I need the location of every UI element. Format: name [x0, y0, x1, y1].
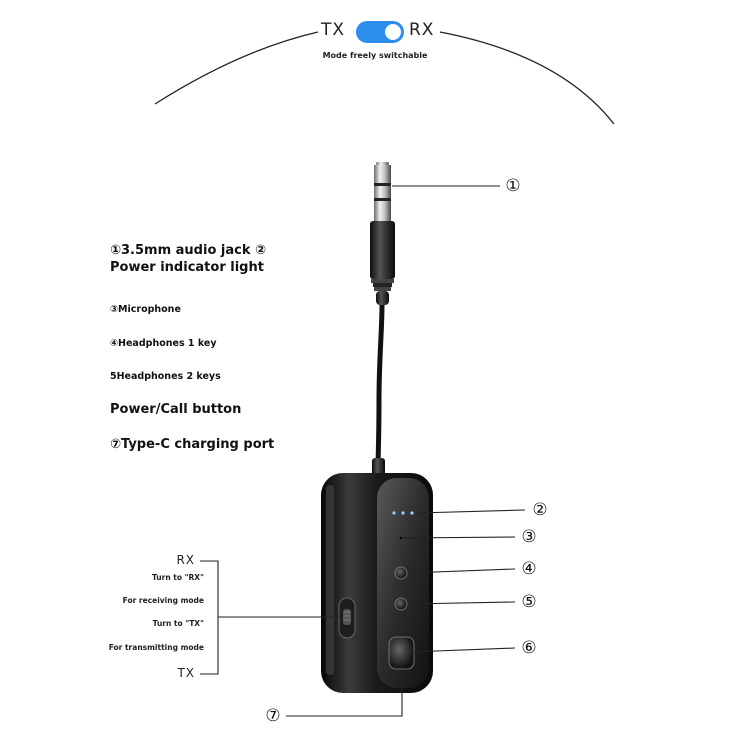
switch-receiving: For receiving mode	[122, 596, 204, 605]
switch-transmitting: For transmitting mode	[108, 643, 204, 652]
top-arc-right	[439, 31, 615, 125]
callout-5: ⑤	[521, 592, 537, 612]
feature-line-4: ④Headphones 1 key	[110, 338, 217, 349]
feature-line-7: ⑦Type-C charging port	[110, 437, 275, 452]
tx-label: TX	[321, 20, 346, 40]
rx-label: RX	[409, 20, 435, 40]
callout-2: ②	[532, 500, 548, 520]
feature-line-2: Power indicator light	[110, 260, 264, 275]
callout-4: ④	[521, 559, 537, 579]
top-arc	[154, 31, 319, 105]
callout-6: ⑥	[521, 638, 537, 658]
callout-lines	[200, 185, 526, 717]
headphones-2-key	[394, 597, 408, 611]
device-body	[321, 473, 433, 693]
power-call-button	[388, 636, 415, 670]
switch-rx-label: RX	[176, 553, 195, 567]
mode-caption: Mode freely switchable	[322, 51, 428, 60]
switch-tx-label: TX	[177, 666, 195, 680]
feature-line-6: Power/Call button	[110, 402, 242, 417]
feature-line-1: ①3.5mm audio jack ②	[110, 243, 267, 258]
indicator-dot	[392, 511, 396, 515]
mode-toggle-switch	[356, 21, 404, 43]
callout-1: ①	[505, 176, 521, 196]
headphones-1-key	[394, 566, 408, 580]
callout-7: ⑦	[265, 706, 281, 726]
switch-turn-tx: Turn to "TX"	[152, 619, 204, 628]
cable	[375, 304, 385, 471]
feature-line-5: 5Headphones 2 keys	[110, 371, 221, 382]
switch-turn-rx: Turn to "RX"	[151, 573, 204, 582]
indicator-dot	[401, 511, 405, 515]
callout-3: ③	[521, 527, 537, 547]
indicator-dot	[410, 511, 414, 515]
microphone-hole	[399, 536, 403, 540]
feature-line-3: ③Microphone	[110, 304, 181, 315]
audio-jack	[370, 162, 395, 305]
